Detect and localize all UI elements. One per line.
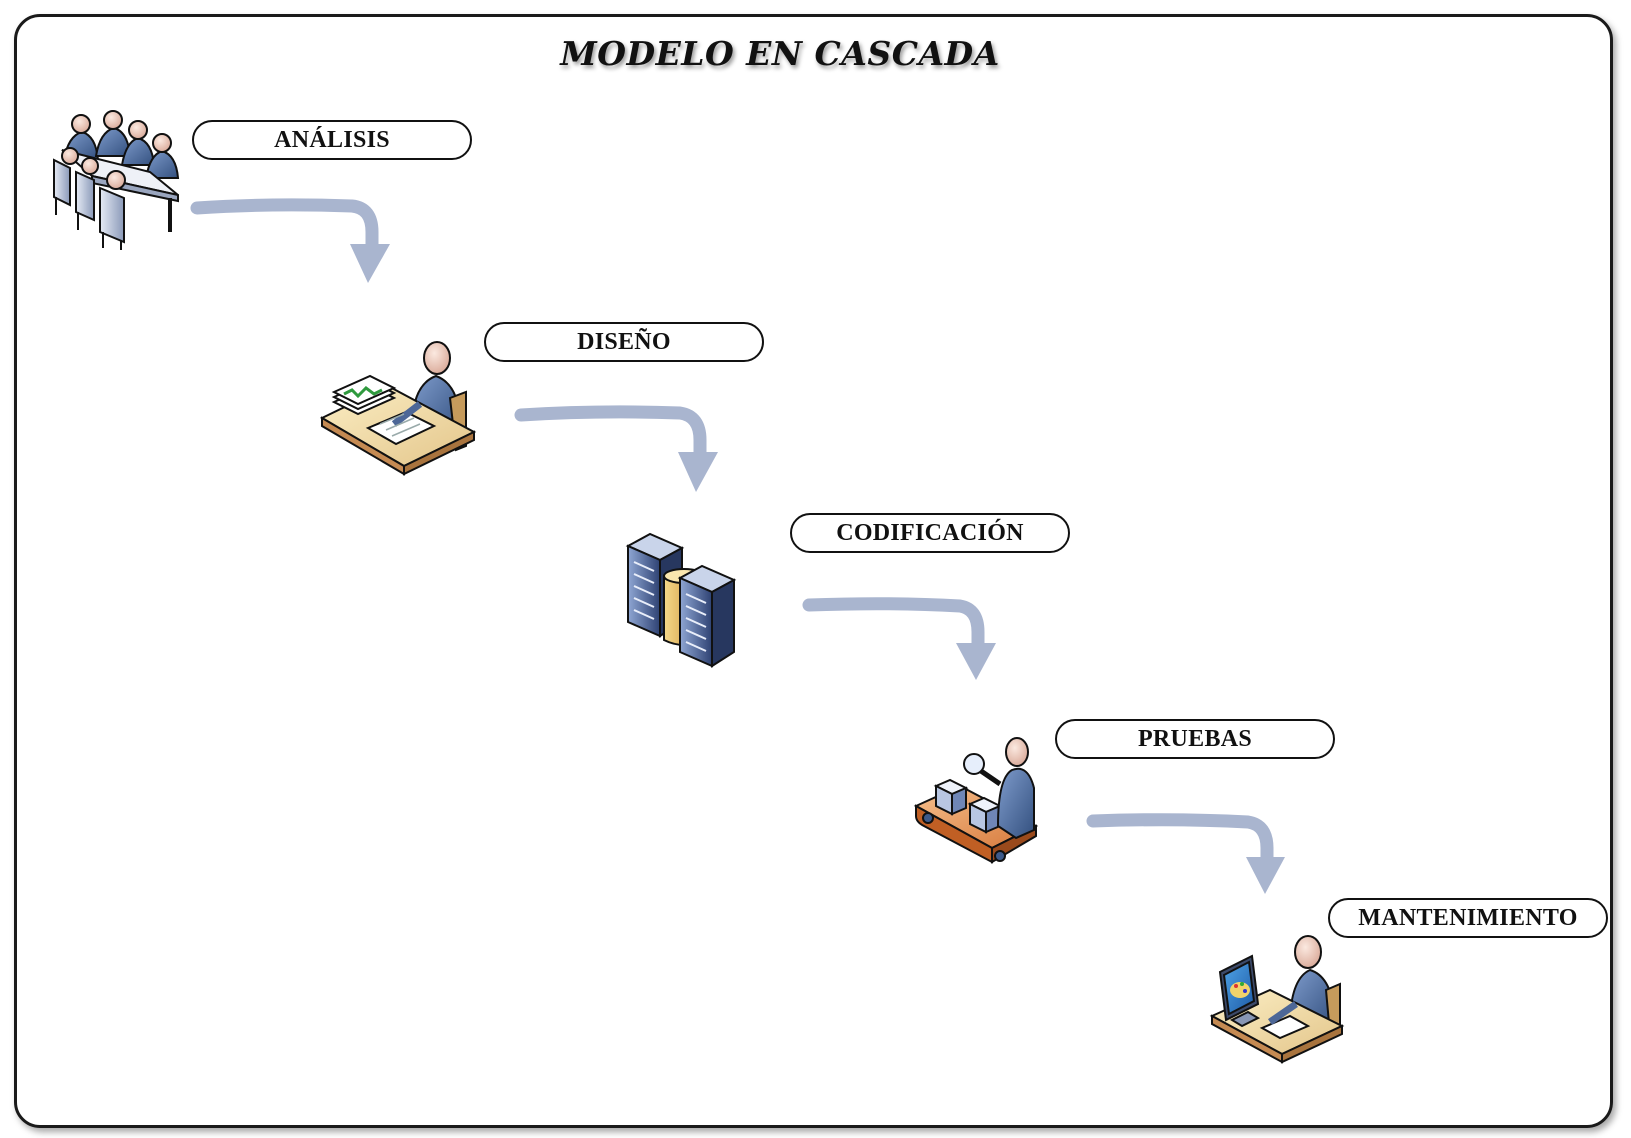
arrow-analisis-to-diseno [190, 198, 379, 255]
stage-label-diseno: DISEÑO [484, 322, 764, 362]
arrow-codificacion-to-pruebas [802, 597, 985, 654]
diagram-frame [14, 14, 1613, 1128]
stage-label-mantenimiento: MANTENIMIENTO [1328, 898, 1608, 938]
arrowhead-3 [956, 643, 996, 680]
arrowhead-4 [1246, 857, 1285, 894]
arrow-diseno-to-codificacion [514, 405, 707, 463]
arrowhead-1 [350, 244, 390, 283]
arrowhead-2 [678, 452, 718, 492]
stage-label-analisis: ANÁLISIS [192, 120, 472, 160]
arrow-pruebas-to-mantenimiento [1086, 813, 1274, 868]
diagram-title: MODELO EN CASCADA [560, 34, 1000, 73]
stage-label-pruebas: PRUEBAS [1055, 719, 1335, 759]
stage-label-codificacion: CODIFICACIÓN [790, 513, 1070, 553]
